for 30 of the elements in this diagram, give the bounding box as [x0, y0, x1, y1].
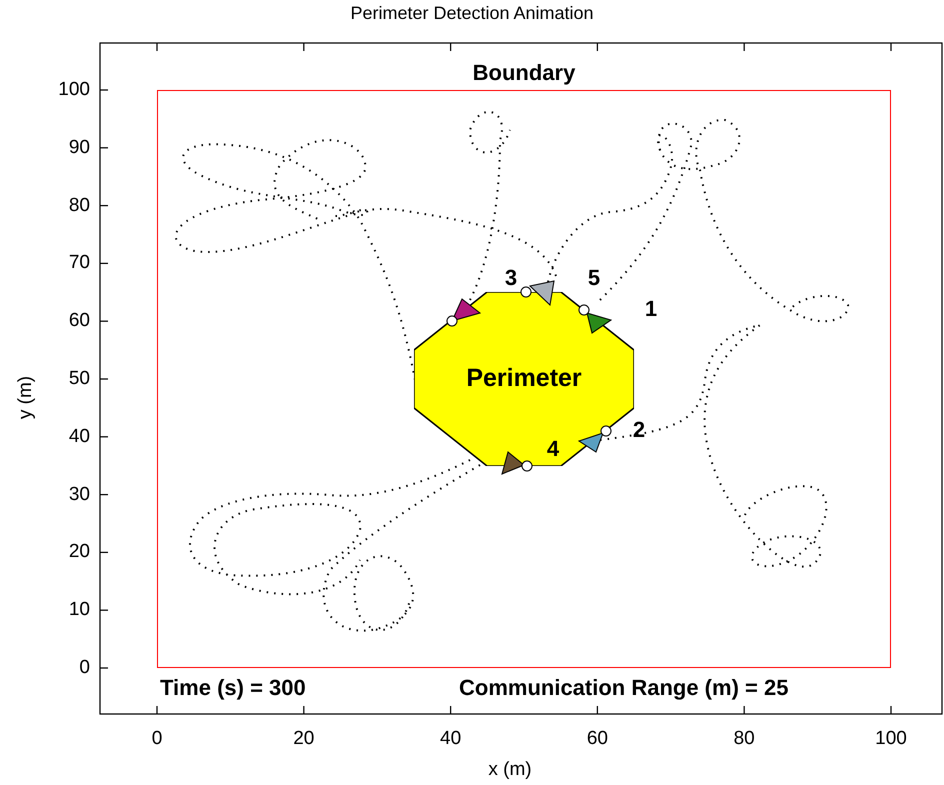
status-text: Time (s) = 300: [160, 677, 306, 699]
tick-label: 40: [68, 426, 90, 446]
tick-label: 60: [586, 729, 608, 748]
agent-number: 4: [546, 438, 560, 460]
status-text: Communication Range (m) = 25: [459, 677, 788, 699]
tick-label: 100: [875, 729, 907, 748]
perimeter-octagon: [414, 292, 634, 466]
agent-number: 5: [588, 267, 600, 289]
chart-title: Perimeter Detection Animation: [349, 4, 595, 22]
tick-label: 40: [440, 729, 462, 748]
axis-label: x (m): [488, 760, 532, 779]
tick-label: 0: [152, 729, 162, 748]
tick-label: 30: [68, 484, 90, 504]
boundary-title: Boundary: [472, 62, 576, 84]
axis-label: y (m): [16, 376, 36, 420]
tick-label: 70: [68, 253, 90, 272]
perimeter-label: Perimeter: [465, 366, 583, 391]
tick-label: 20: [293, 729, 314, 748]
tick-label: 50: [68, 369, 90, 388]
tick-label: 80: [68, 196, 90, 215]
tick-label: 80: [734, 729, 755, 748]
tick-label: 0: [79, 658, 90, 677]
tick-label: 10: [68, 600, 90, 620]
tick-label: 100: [58, 80, 90, 99]
tick-label: 20: [68, 542, 90, 562]
agent-number: 3: [504, 267, 518, 289]
agent-number: 1: [644, 298, 658, 320]
tick-label: 60: [68, 311, 90, 330]
tick-label: 90: [68, 138, 90, 157]
agent-number: 2: [632, 419, 646, 441]
